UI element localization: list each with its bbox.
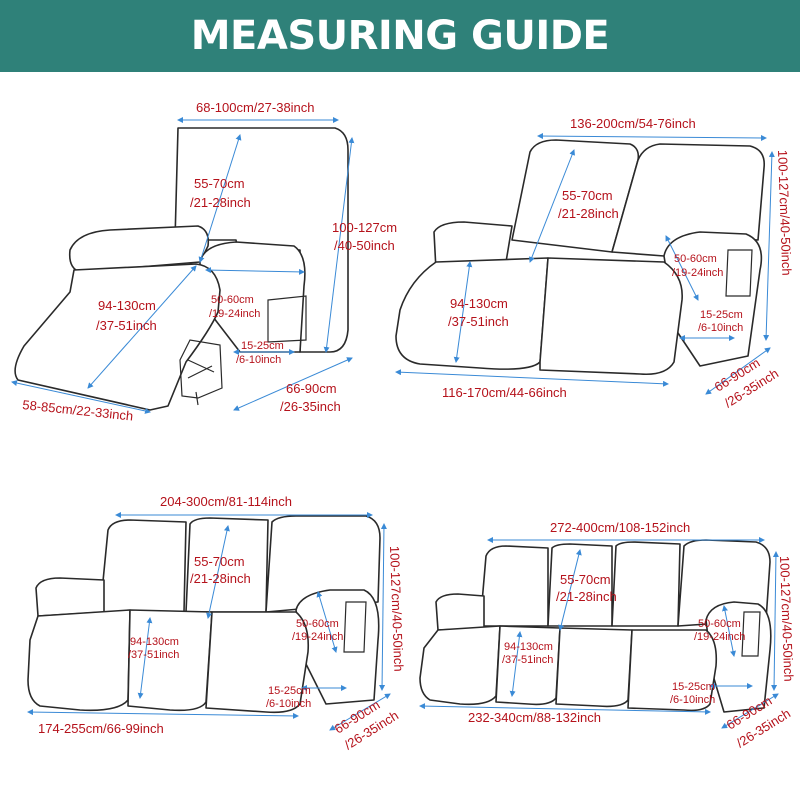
three-seater-back-label-cm: 55-70cm	[194, 554, 245, 569]
recliner-back-line	[198, 134, 242, 263]
three-seater-seat-label-inch: /37-51inch	[128, 649, 179, 661]
four-seater-pocket-label-inch: /6-10inch	[670, 694, 715, 706]
recliner-depth-label-cm: 66-90cm	[286, 381, 337, 396]
recliner-depth-label-inch: /26-35inch	[280, 399, 341, 414]
recliner-seat-line	[87, 265, 197, 389]
four-seater-seat-label-cm: 94-130cm	[504, 641, 553, 653]
recliner-height-line	[323, 137, 355, 353]
loveseat-arm-line	[665, 235, 699, 301]
loveseat-depth-line	[705, 347, 771, 395]
four-seater-back-line	[558, 549, 582, 631]
four-seater-diagram: 272-400cm/108-152inch 55-70cm /21-28inch…	[419, 520, 796, 751]
loveseat-height-line	[763, 151, 775, 341]
loveseat-arm-label-cm: 50-60cm	[674, 253, 717, 265]
four-seater-front-label: 232-340cm/88-132inch	[468, 710, 601, 725]
four-seater-height-label: 100-127cm/40-50inch	[777, 556, 796, 682]
three-seater-pocket-label-inch: /6-10inch	[266, 698, 311, 710]
loveseat-diagram: 136-200cm/54-76inch 55-70cm /21-28inch 1…	[395, 116, 794, 411]
three-seater-pocket-label-cm: 15-25cm	[268, 685, 311, 697]
four-seater-height-line	[771, 551, 779, 691]
four-seater-depth-line	[721, 693, 779, 729]
four-seater-arm-line	[722, 605, 736, 657]
four-seater-seat-line	[509, 631, 523, 697]
three-seater-width-label: 204-300cm/81-114inch	[160, 494, 292, 509]
three-seater-height-line	[379, 523, 387, 691]
three-seater-back-line	[206, 525, 230, 619]
recliner-width-label: 68-100cm/27-38inch	[196, 100, 315, 115]
recliner-seat-label-cm: 94-130cm	[98, 298, 156, 313]
page-title: MEASURING GUIDE	[190, 13, 610, 59]
recliner-pocket-label-cm: 15-25cm	[241, 340, 284, 352]
loveseat-back-label-cm: 55-70cm	[562, 188, 613, 203]
recliner-height-label-inch: /40-50inch	[334, 238, 395, 253]
four-seater-back-label-cm: 55-70cm	[560, 572, 611, 587]
four-seater-arm-label-cm: 50-60cm	[698, 618, 741, 630]
loveseat-seat-label-inch: /37-51inch	[448, 314, 509, 329]
three-seater-arm-label-inch: /19-24inch	[292, 631, 343, 643]
recliner-depth-line	[233, 357, 353, 411]
three-seater-seat-line	[137, 617, 153, 699]
loveseat-height-label: 100-127cm/40-50inch	[775, 150, 794, 276]
recliner-arm-label-cm: 50-60cm	[211, 294, 254, 306]
loveseat-width-line	[537, 133, 767, 141]
four-seater-back-label-inch: /21-28inch	[556, 589, 617, 604]
loveseat-back-label-inch: /21-28inch	[558, 206, 619, 221]
recliner-back-label-inch: /21-28inch	[190, 195, 251, 210]
recliner-outline	[14, 127, 349, 411]
four-seater-width-label: 272-400cm/108-152inch	[550, 520, 690, 535]
recliner-back-label-cm: 55-70cm	[194, 176, 245, 191]
loveseat-front-label: 116-170cm/44-66inch	[442, 385, 567, 400]
three-seater-arm-label-cm: 50-60cm	[296, 618, 339, 630]
loveseat-seat-line	[453, 261, 473, 363]
recliner-front-line	[11, 380, 151, 414]
four-seater-front-line	[419, 703, 711, 715]
three-seater-front-line	[27, 709, 299, 719]
loveseat-seat-label-cm: 94-130cm	[450, 296, 508, 311]
loveseat-width-label: 136-200cm/54-76inch	[570, 116, 696, 131]
three-seater-back-label-inch: /21-28inch	[190, 571, 251, 586]
recliner-arm-line	[205, 267, 305, 275]
recliner-seat-label-inch: /37-51inch	[96, 318, 157, 333]
recliner-height-label-cm: 100-127cm	[332, 220, 397, 235]
three-seater-seat-label-cm: 94-130cm	[130, 636, 179, 648]
recliner-diagram: 68-100cm/27-38inch 55-70cm /21-28inch 10…	[11, 100, 397, 424]
loveseat-front-line	[395, 369, 669, 387]
four-seater-pocket-label-cm: 15-25cm	[672, 681, 715, 693]
four-seater-seat-label-inch: /37-51inch	[502, 654, 553, 666]
loveseat-pocket-label-cm: 15-25cm	[700, 309, 743, 321]
three-seater-outline	[27, 515, 381, 714]
header-banner: MEASURING GUIDE	[0, 0, 800, 72]
loveseat-arm-label-inch: /19-24inch	[672, 267, 723, 279]
three-seater-depth-line	[329, 693, 391, 731]
recliner-pocket-label-inch: /6-10inch	[236, 354, 281, 366]
loveseat-pocket-label-inch: /6-10inch	[698, 322, 743, 334]
three-seater-arm-line	[316, 591, 338, 653]
four-seater-arm-label-inch: /19-24inch	[694, 631, 745, 643]
three-seater-diagram: 204-300cm/81-114inch 55-70cm /21-28inch …	[27, 494, 406, 753]
recliner-arm-label-inch: /19-24inch	[209, 308, 260, 320]
loveseat-back-line	[529, 149, 575, 263]
three-seater-height-label: 100-127cm/40-50inch	[387, 546, 406, 672]
three-seater-front-label: 174-255cm/66-99inch	[38, 721, 164, 736]
